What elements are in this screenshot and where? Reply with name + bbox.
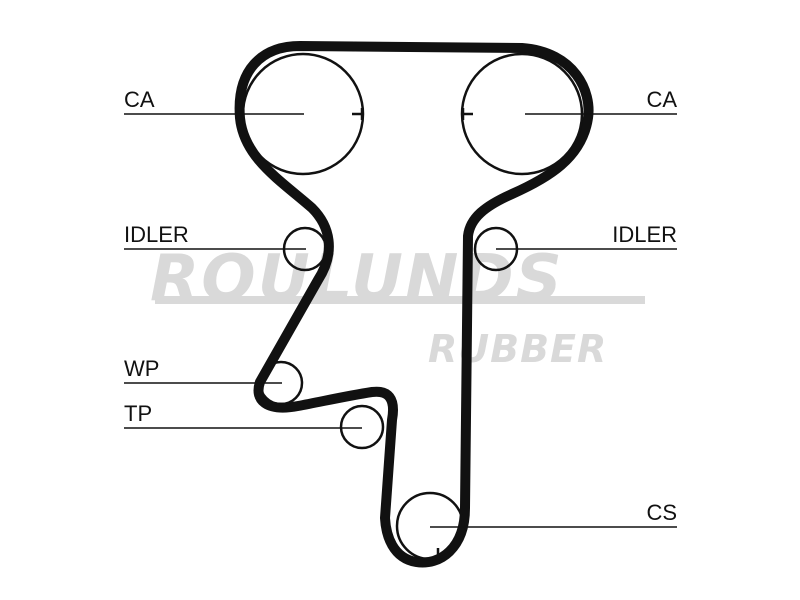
labels: CA CA IDLER IDLER WP TP CS	[124, 87, 677, 525]
tensioner-pulley	[339, 404, 385, 450]
label-water-pump: WP	[124, 356, 159, 381]
watermark: ROULUNDS RUBBER	[150, 242, 645, 371]
label-camshaft-left: CA	[124, 87, 155, 112]
timing-belt	[234, 41, 594, 568]
watermark-underline	[155, 296, 645, 304]
watermark-brand: ROULUNDS	[150, 242, 564, 316]
label-idler-right: IDLER	[612, 222, 677, 247]
belt-path	[234, 41, 594, 568]
watermark-sub: RUBBER	[428, 327, 607, 371]
label-tensioner-pulley: TP	[124, 401, 152, 426]
leader-lines	[124, 113, 677, 528]
label-idler-left: IDLER	[124, 222, 189, 247]
pulleys	[241, 52, 584, 561]
crankshaft-pulley	[395, 491, 465, 561]
label-camshaft-right: CA	[646, 87, 677, 112]
label-crankshaft: CS	[646, 500, 677, 525]
